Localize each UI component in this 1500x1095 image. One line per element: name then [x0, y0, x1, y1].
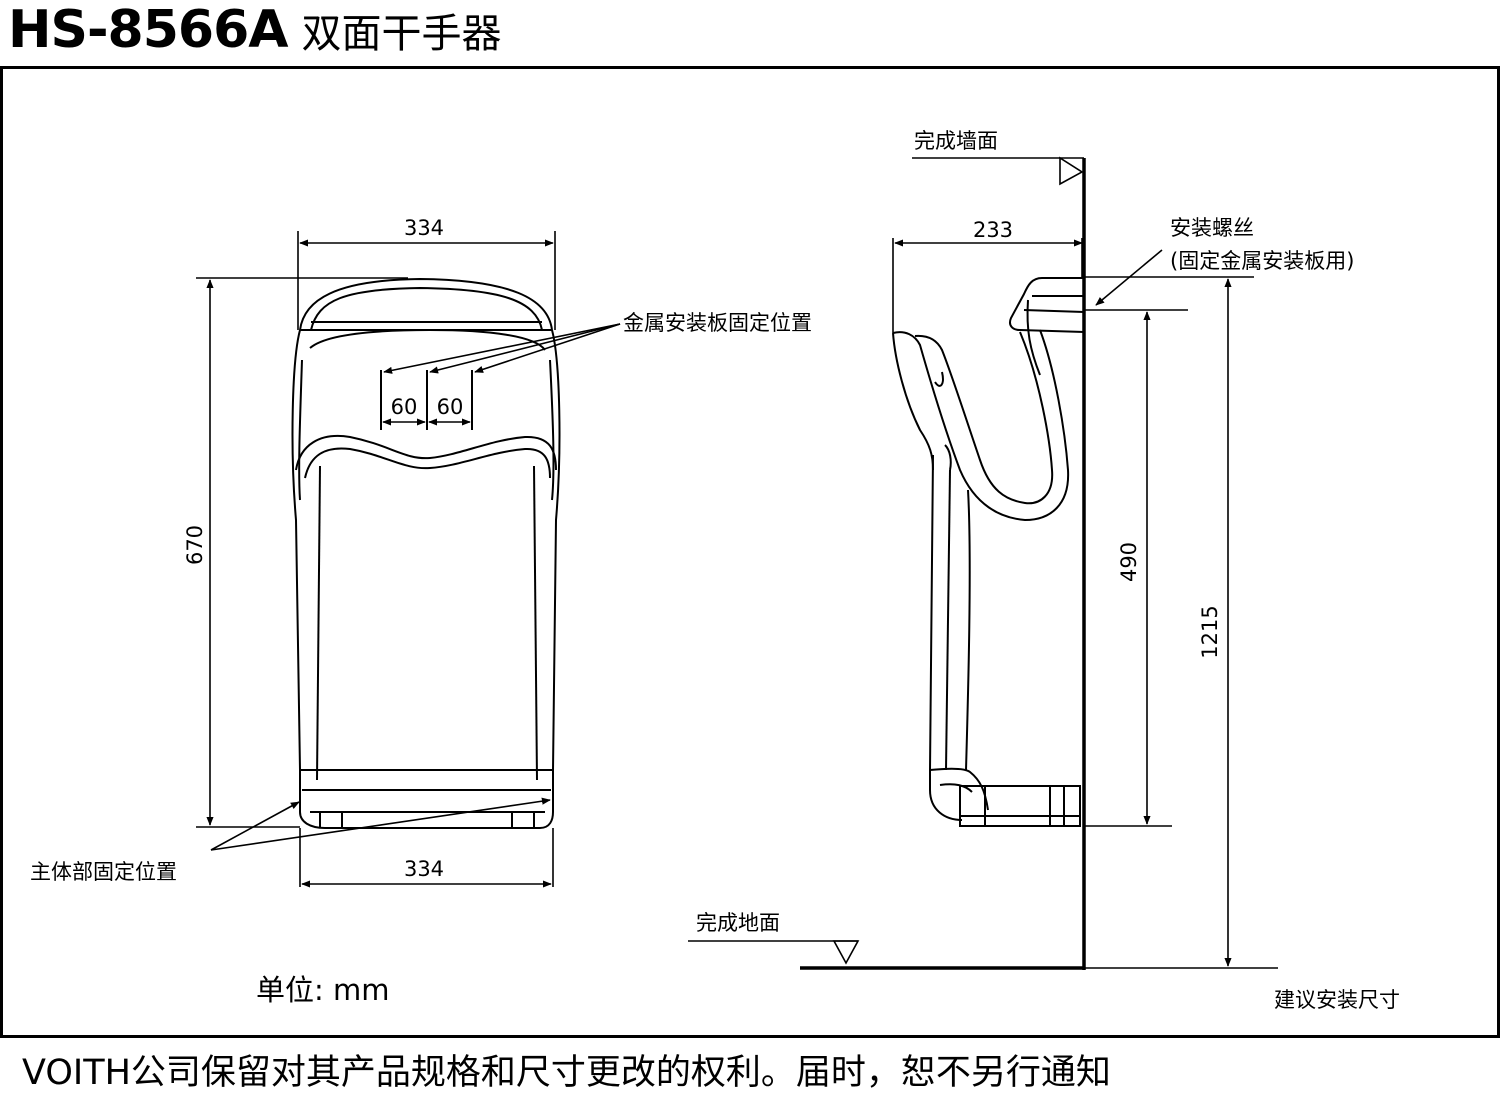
- bracket-spacing-right: 60: [437, 395, 464, 419]
- bracket-position-label: 金属安装板固定位置: [623, 311, 812, 335]
- unit-label: 单位: mm: [256, 973, 390, 1007]
- product-name: 双面干手器: [301, 11, 502, 57]
- bottom-width-dimension: 334: [404, 857, 444, 881]
- recommended-install-label: 建议安装尺寸: [1274, 988, 1400, 1012]
- front-dimensions: [196, 231, 621, 888]
- footer-disclaimer: VOITH公司保留对其产品规格和尺寸更改的权利。届时，恕不另行通知: [22, 1053, 1111, 1093]
- top-width-dimension: 334: [404, 216, 444, 240]
- drawing-frame: [0, 66, 1500, 1038]
- side-dimensions: [688, 156, 1278, 969]
- screw-label: 安装螺丝: [1170, 216, 1254, 240]
- bracket-spacing-left: 60: [391, 395, 418, 419]
- height-dimension: 670: [183, 525, 207, 565]
- side-view: [800, 158, 1086, 970]
- model-number: HS-8566A: [8, 0, 289, 60]
- page-title: HS-8566A 双面干手器: [8, 0, 502, 62]
- screw-to-bottom-dimension: 490: [1117, 542, 1141, 582]
- body-fix-position-label: 主体部固定位置: [30, 860, 177, 884]
- install-height-dimension: 1215: [1198, 605, 1222, 658]
- front-view: [291, 277, 561, 829]
- finished-floor-label: 完成地面: [696, 911, 780, 935]
- screw-label-note: (固定金属安装板用): [1170, 249, 1354, 273]
- finished-wall-label: 完成墙面: [914, 129, 998, 153]
- depth-dimension: 233: [973, 218, 1013, 242]
